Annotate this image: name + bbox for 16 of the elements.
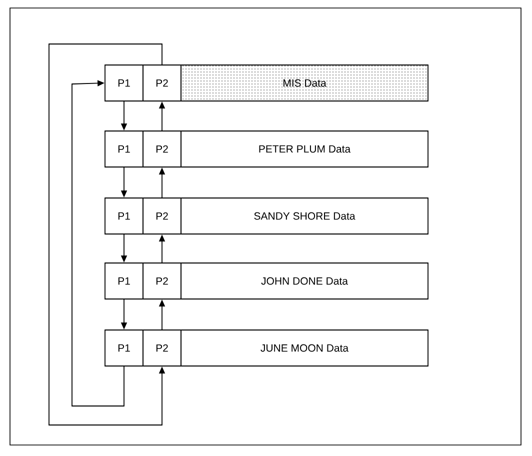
data-box: JUNE MOON Data (180, 330, 428, 366)
port-box: P2 (142, 262, 182, 300)
data-box: JOHN DONE Data (180, 262, 428, 300)
port-box: P2 (142, 198, 182, 234)
port-box: P1 (104, 330, 144, 366)
data-box: SANDY SHORE Data (180, 198, 428, 234)
port-box: P1 (104, 262, 144, 300)
data-box: MIS Data (180, 64, 428, 102)
arrow (72, 80, 124, 406)
port-box: P1 (104, 64, 144, 102)
port-box: P1 (104, 130, 144, 168)
port-box: P2 (142, 330, 182, 366)
data-box: PETER PLUM Data (180, 130, 428, 168)
port-box: P1 (104, 198, 144, 234)
port-box: P2 (142, 64, 182, 102)
port-box: P2 (142, 130, 182, 168)
